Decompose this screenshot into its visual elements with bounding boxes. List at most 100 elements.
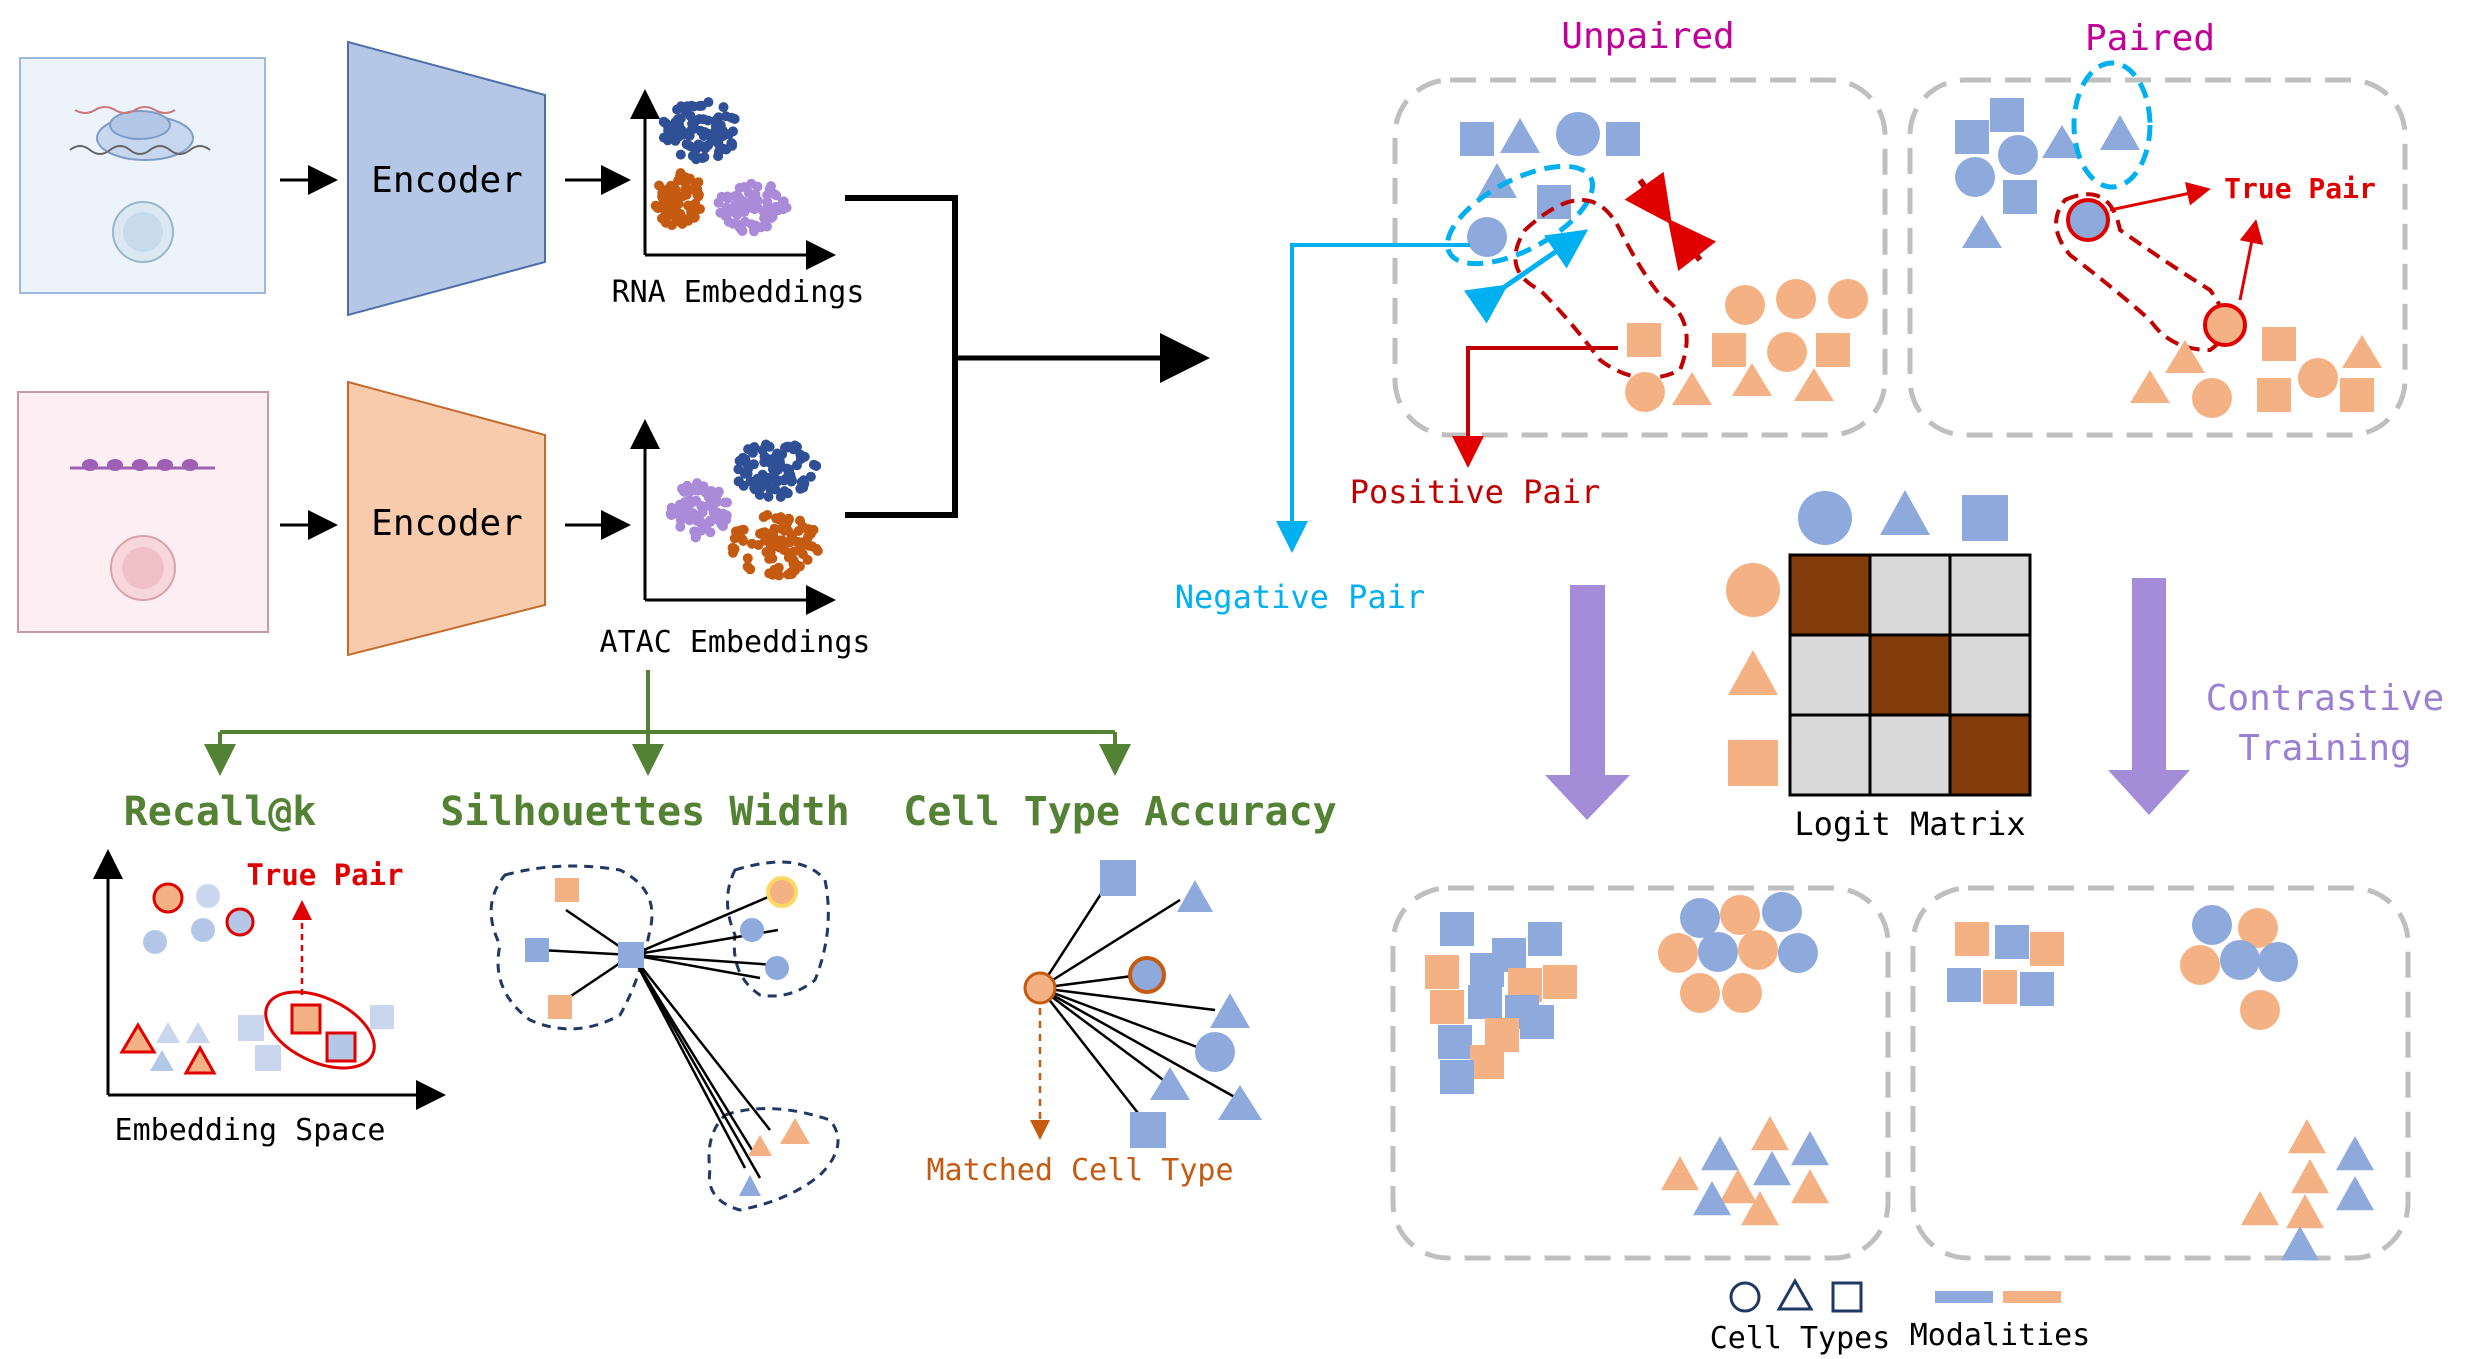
embedding-point	[765, 547, 776, 558]
embedding-point	[691, 154, 702, 165]
embedding-point	[800, 537, 811, 548]
cell-triangle	[1791, 1169, 1829, 1204]
atac-cell-icon	[110, 535, 176, 601]
cell-square	[1470, 953, 1504, 987]
legend-atac-swatch	[2003, 1291, 2061, 1303]
cell-square	[1438, 1025, 1472, 1059]
cell-square	[1425, 955, 1459, 989]
embedding-point	[790, 558, 800, 569]
embedding-point	[739, 207, 750, 218]
embedding-point	[731, 218, 742, 229]
cell-circle	[2192, 905, 2232, 945]
embedding-point	[658, 116, 669, 127]
embedding-point	[652, 203, 663, 214]
embedding-point	[690, 532, 701, 543]
embedding-point	[743, 463, 753, 474]
logit-matrix: Logit Matrix	[1726, 490, 2032, 843]
embedding-point	[705, 527, 716, 538]
embedding-point	[686, 184, 697, 195]
embedding-point	[703, 140, 714, 151]
cell-circle	[1698, 932, 1738, 972]
atac-embedding-clusters	[665, 439, 823, 581]
embedding-point	[764, 441, 775, 452]
embedding-point	[689, 200, 700, 211]
legend-triangle-icon	[1776, 1277, 1814, 1311]
embedding-point	[718, 508, 729, 519]
rna-cell-icon	[112, 201, 174, 263]
embedding-point	[783, 526, 794, 536]
embedding-point	[799, 451, 810, 462]
recall-title: Recall@k	[124, 789, 317, 835]
embedding-point	[721, 144, 732, 155]
chromatin-icon	[70, 459, 215, 471]
cell-circle	[1738, 930, 1778, 970]
cell-triangle	[1751, 1116, 1789, 1151]
rna-embedding-plot: RNA Embeddings	[612, 89, 864, 310]
embedding-point	[772, 448, 783, 459]
contrastive-label-line2: Training	[2238, 728, 2411, 769]
embedding-point	[697, 504, 708, 515]
embedding-point	[677, 483, 687, 494]
embedding-point	[792, 536, 802, 547]
embedding-point	[693, 485, 704, 496]
cell-circle	[1762, 892, 1802, 932]
embedding-point	[762, 190, 773, 201]
embedding-point	[660, 217, 671, 228]
cell-circle	[1722, 973, 1762, 1013]
embedding-point	[729, 533, 740, 544]
embedding-point	[664, 189, 675, 200]
embedding-point	[742, 553, 753, 564]
cell-square	[1983, 970, 2017, 1004]
trained-unpaired-panel	[1390, 885, 1891, 1261]
embedding-point	[703, 97, 714, 108]
unpaired-title: Unpaired	[1561, 16, 1734, 57]
cell-circle	[2238, 908, 2278, 948]
embedding-point	[770, 484, 781, 495]
cell-square	[1955, 922, 1989, 956]
embedding-point	[752, 202, 763, 213]
embedding-point	[688, 101, 699, 112]
embedding-point	[757, 469, 768, 480]
embedding-point	[737, 196, 748, 207]
atac-input-panel	[17, 391, 269, 633]
embedding-point	[730, 200, 740, 211]
cell-square	[1440, 912, 1474, 946]
metric-branch-lines	[204, 670, 1131, 776]
embedding-point	[675, 521, 686, 532]
legend-square-icon	[1831, 1281, 1863, 1313]
embedding-point	[775, 458, 786, 469]
embedding-point	[763, 491, 774, 502]
embedding-point	[743, 444, 754, 455]
embedding-point	[779, 475, 789, 486]
cell-square	[2030, 932, 2064, 966]
embedding-point	[667, 209, 678, 219]
rna-encoder-label: Encoder	[371, 160, 523, 201]
embedding-point	[721, 111, 731, 122]
embedding-point	[682, 174, 693, 185]
silhouette-title: Silhouettes Width	[440, 789, 849, 835]
recall-panel: True Pair Embedding Space	[93, 849, 446, 1148]
embedding-point	[695, 125, 706, 136]
contrastive-label-line1: Contrastive	[2206, 678, 2444, 719]
matched-cell-type-label: Matched Cell Type	[926, 1153, 1233, 1188]
accuracy-panel: Matched Cell Type	[926, 860, 1262, 1188]
embedding-point	[697, 523, 708, 534]
legend-circle-icon	[1729, 1281, 1761, 1313]
cell-triangle	[2286, 1194, 2324, 1229]
paired-true-pair-label: True Pair	[2224, 172, 2376, 205]
embedding-point	[713, 197, 724, 208]
cell-circle	[2240, 990, 2280, 1030]
logit-grid	[1788, 553, 2032, 797]
embedding-point	[672, 104, 683, 115]
paired-panel: True Pair	[1907, 60, 2408, 438]
embedding-point	[806, 528, 816, 539]
embedding-point	[713, 112, 724, 123]
negative-pair-callout: Negative Pair	[1175, 243, 1470, 616]
cell-triangle	[2291, 1159, 2329, 1194]
cell-triangle	[1741, 1191, 1779, 1226]
embedding-point	[760, 535, 770, 546]
trained-paired-circles	[2180, 905, 2298, 1030]
rna-input-panel	[19, 57, 266, 294]
embedding-point	[757, 527, 768, 538]
